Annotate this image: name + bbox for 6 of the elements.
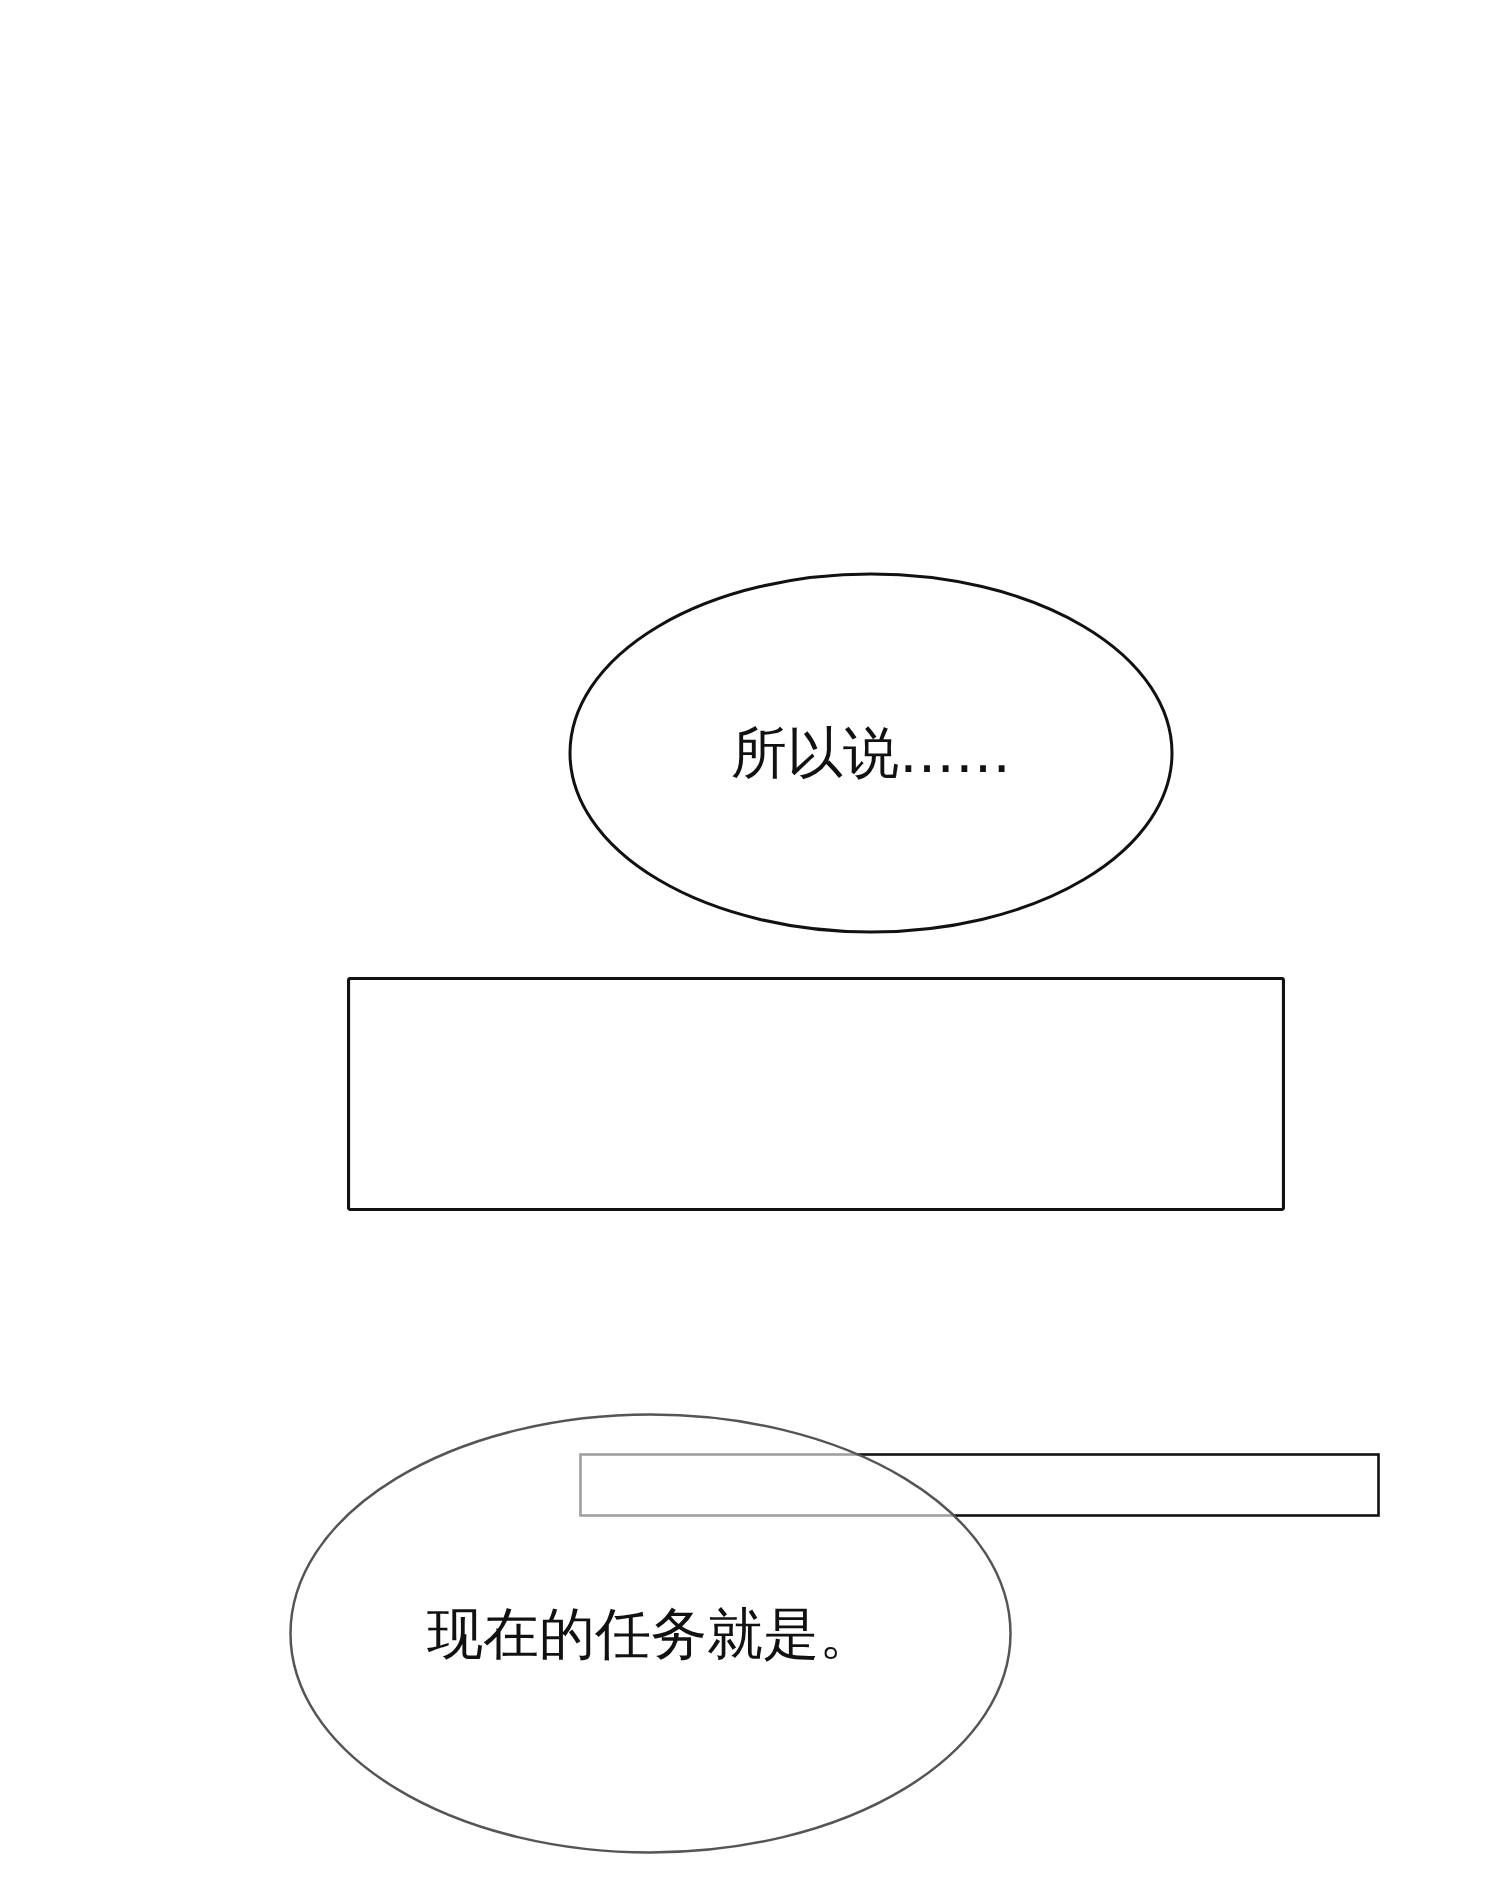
panel-box	[347, 977, 1285, 1211]
caption-bar	[579, 1453, 1380, 1517]
speech-bubble	[288, 1412, 1013, 1855]
bubble-text: 现在的任务就是。	[426, 1599, 875, 1668]
speech-bubble	[567, 571, 1175, 935]
bubble-text: 所以说……	[731, 719, 1011, 787]
